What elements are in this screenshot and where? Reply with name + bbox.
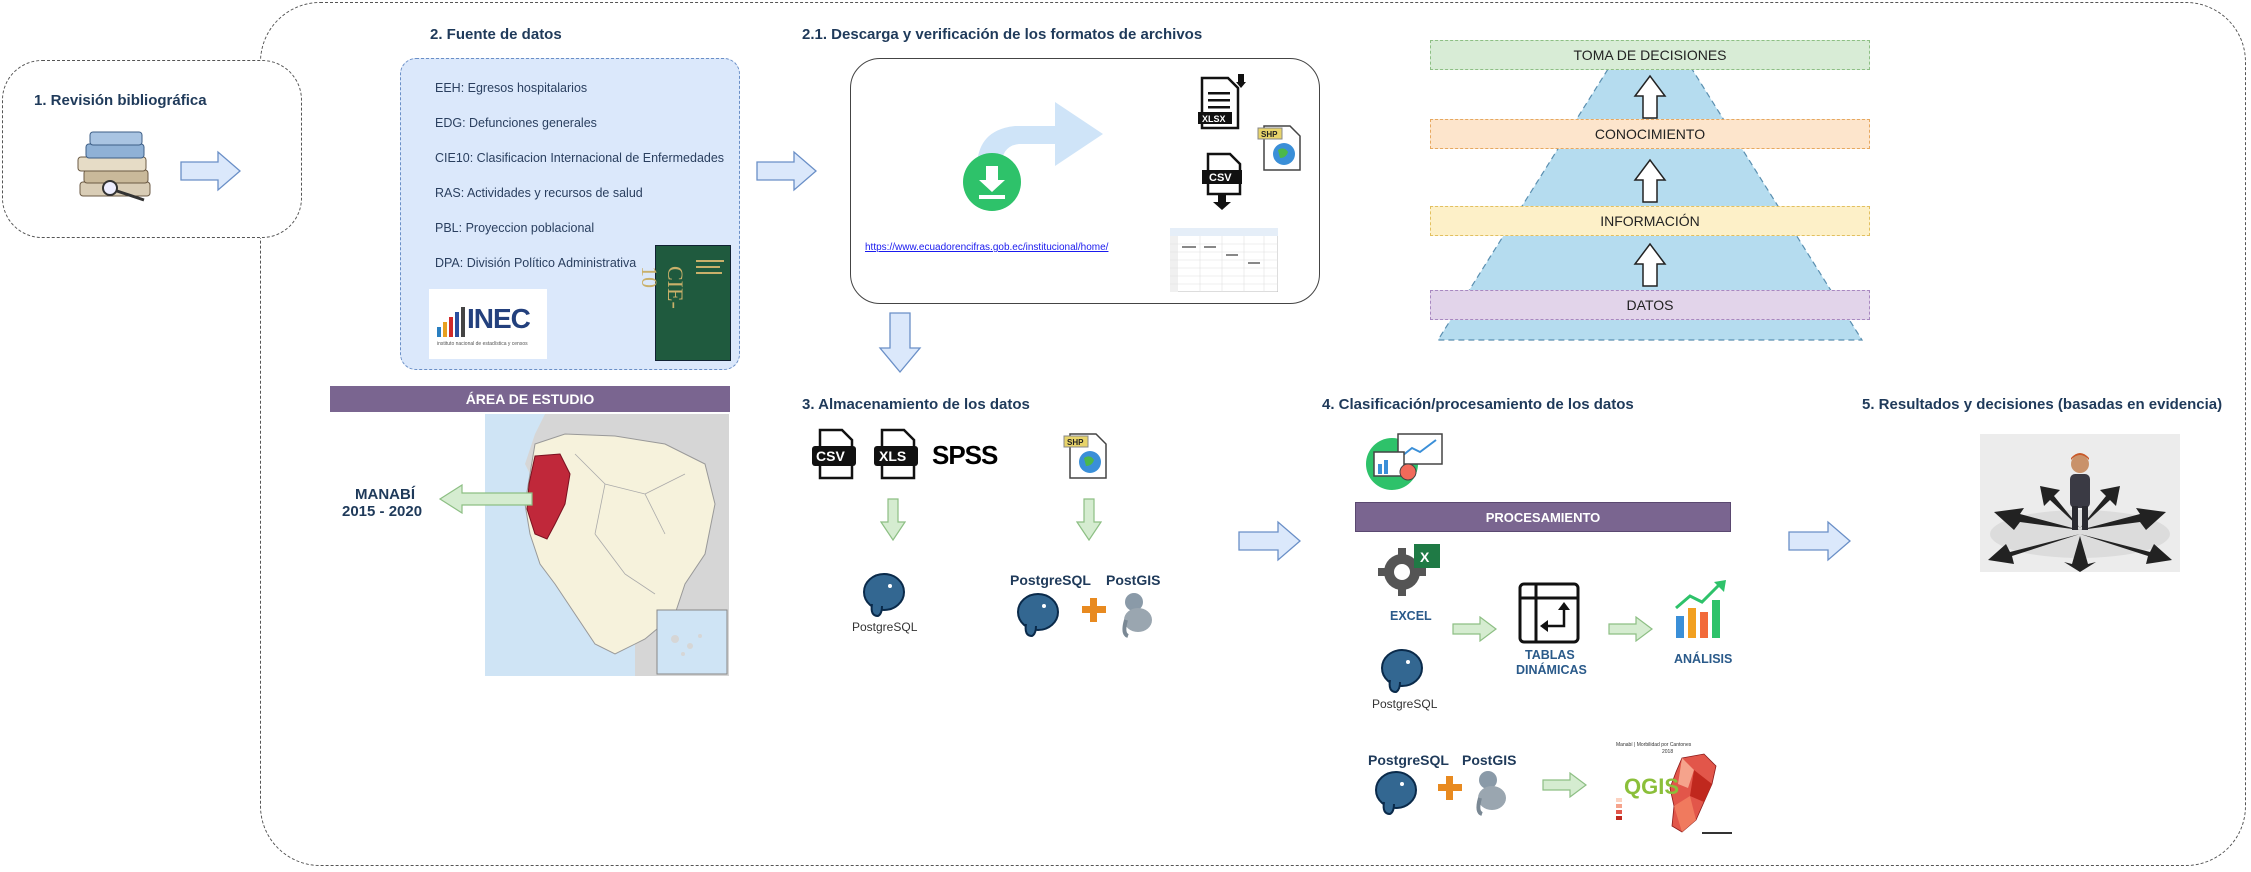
pyramid-level-decisions: TOMA DE DECISIONES: [1430, 40, 1870, 70]
xlsx-file-icon: XLSX: [1198, 74, 1246, 130]
postgis-label: PostGIS: [1106, 572, 1161, 588]
csv-file-label: CSV: [1209, 172, 1232, 184]
dashboard-icon: [1366, 433, 1443, 490]
arrow-right-green-3: [1542, 772, 1587, 798]
cie10-book-title: CIE-10: [637, 266, 688, 309]
postgresql-label-2: PostgreSQL: [1372, 697, 1438, 711]
pyramid-level-data: DATOS: [1430, 290, 1870, 320]
arrow-right-green-1: [1452, 616, 1497, 642]
xls-storage-icon: XLS: [874, 428, 918, 480]
qgis-map-title: Manabí | Morbilidad por Cantones: [1616, 742, 1692, 748]
qgis-logo: QGIS: [1624, 774, 1680, 799]
arrow-right-green-2: [1608, 616, 1653, 642]
pyramid-level-knowledge: CONOCIMIENTO: [1430, 119, 1870, 149]
arrow-down-green-2: [1076, 498, 1102, 542]
shp-storage-icon: SHP: [1063, 433, 1107, 479]
cie10-book: CIE-10: [637, 245, 731, 361]
postgresql-elephant-icon: [863, 573, 905, 618]
source-item: RAS: Actividades y recursos de salud: [435, 186, 643, 200]
study-area-title: ÁREA DE ESTUDIO: [330, 386, 730, 412]
postgresql-elephant-icon-4: [1375, 771, 1417, 816]
review-container: [2, 60, 302, 238]
inec-logo-subtitle: instituto nacional de estadística y cens…: [437, 341, 528, 347]
step4-heading: 4. Clasificación/procesamiento de los da…: [1322, 396, 1634, 413]
shp-storage-label: SHP: [1067, 438, 1084, 447]
main-process-container: [260, 2, 2246, 866]
postgis-elephant-icon: [1122, 593, 1152, 638]
spreadsheet-thumbnail: [1170, 228, 1278, 292]
pivot-label-2: DINÁMICAS: [1516, 663, 1587, 677]
source-item: EDG: Defunciones generales: [435, 116, 597, 130]
inec-bars-icon: [437, 307, 465, 337]
study-years-label: 2015 - 2020: [342, 503, 423, 520]
study-region-label: MANABÍ: [355, 486, 415, 503]
processing-title: PROCESAMIENTO: [1355, 502, 1731, 532]
step5-heading: 5. Resultados y decisiones (basadas en e…: [1862, 396, 2223, 413]
pyramid-level-information: INFORMACIÓN: [1430, 206, 1870, 236]
books-icon: [77, 131, 151, 202]
arrow-right-3: [1238, 520, 1301, 562]
postgresql-elephant-icon-3: [1381, 649, 1423, 694]
qgis-map-year: 2018: [1662, 749, 1674, 755]
curved-arrow-icon: [977, 102, 1103, 168]
arrow-left-green: [438, 484, 533, 514]
step3-heading: 3. Almacenamiento de los datos: [802, 396, 1030, 413]
source-item: CIE10: Clasificacion Internacional de En…: [435, 151, 725, 165]
qgis-choropleth: [1616, 753, 1732, 834]
ecuador-map: [485, 414, 729, 676]
analysis-chart-icon: [1675, 580, 1726, 638]
pivot-table-icon: [1518, 582, 1580, 644]
csv-file-icon: CSV: [1202, 152, 1242, 210]
shp-file-label: SHP: [1261, 130, 1278, 139]
inec-url-link[interactable]: https://www.ecuadorencifras.gob.ec/insti…: [865, 242, 1109, 253]
xlsx-file-label: XLSX: [1202, 114, 1226, 124]
postgresql-bold-label-2: PostgreSQL: [1368, 752, 1449, 768]
csv-storage-label: CSV: [816, 448, 845, 464]
source-item: PBL: Proyeccion poblacional: [435, 221, 595, 235]
data-sources-panel: EEH: Egresos hospitalarios EDG: Defuncio…: [400, 58, 740, 370]
download-icon[interactable]: [962, 152, 1022, 212]
decision-crossroads-image: [1980, 434, 2180, 572]
postgis-label-2: PostGIS: [1462, 752, 1517, 768]
arrow-right-1: [180, 150, 241, 192]
plus-icon-2: [1438, 776, 1462, 800]
source-item: EEH: Egresos hospitalarios: [435, 81, 588, 95]
arrow-right-2: [756, 150, 817, 192]
spss-logo: SPSS: [932, 440, 998, 470]
postgresql-bold-label: PostgreSQL: [1010, 572, 1091, 588]
inec-logo-text: INEC: [467, 303, 531, 334]
pivot-label-1: TABLAS: [1525, 648, 1575, 662]
postgresql-label: PostgreSQL: [852, 620, 918, 634]
excel-gear-icon: X: [1378, 544, 1440, 596]
csv-storage-icon: CSV: [812, 428, 856, 480]
plus-icon: [1082, 598, 1106, 622]
xls-storage-label: XLS: [879, 448, 906, 464]
analysis-label: ANÁLISIS: [1674, 652, 1733, 666]
arrow-down-green-1: [880, 498, 906, 542]
arrow-down-1: [878, 312, 922, 374]
postgresql-elephant-icon-2: [1017, 593, 1059, 638]
shp-file-icon: SHP: [1257, 125, 1301, 171]
step1-heading: 1. Revisión bibliográfica: [34, 92, 207, 109]
step21-heading: 2.1. Descarga y verificación de los form…: [802, 26, 1203, 43]
inec-logo: INEC instituto nacional de estadística y…: [429, 289, 547, 359]
arrow-right-4: [1788, 520, 1851, 562]
step2-heading: 2. Fuente de datos: [430, 26, 562, 43]
postgis-elephant-icon-2: [1476, 771, 1506, 816]
qgis-map-panel: Manabí | Morbilidad por Cantones 2018 QG…: [1612, 740, 1744, 840]
svg-text:X: X: [1420, 549, 1430, 565]
source-item: DPA: División Político Administrativa: [435, 256, 637, 270]
excel-label: EXCEL: [1390, 609, 1432, 623]
